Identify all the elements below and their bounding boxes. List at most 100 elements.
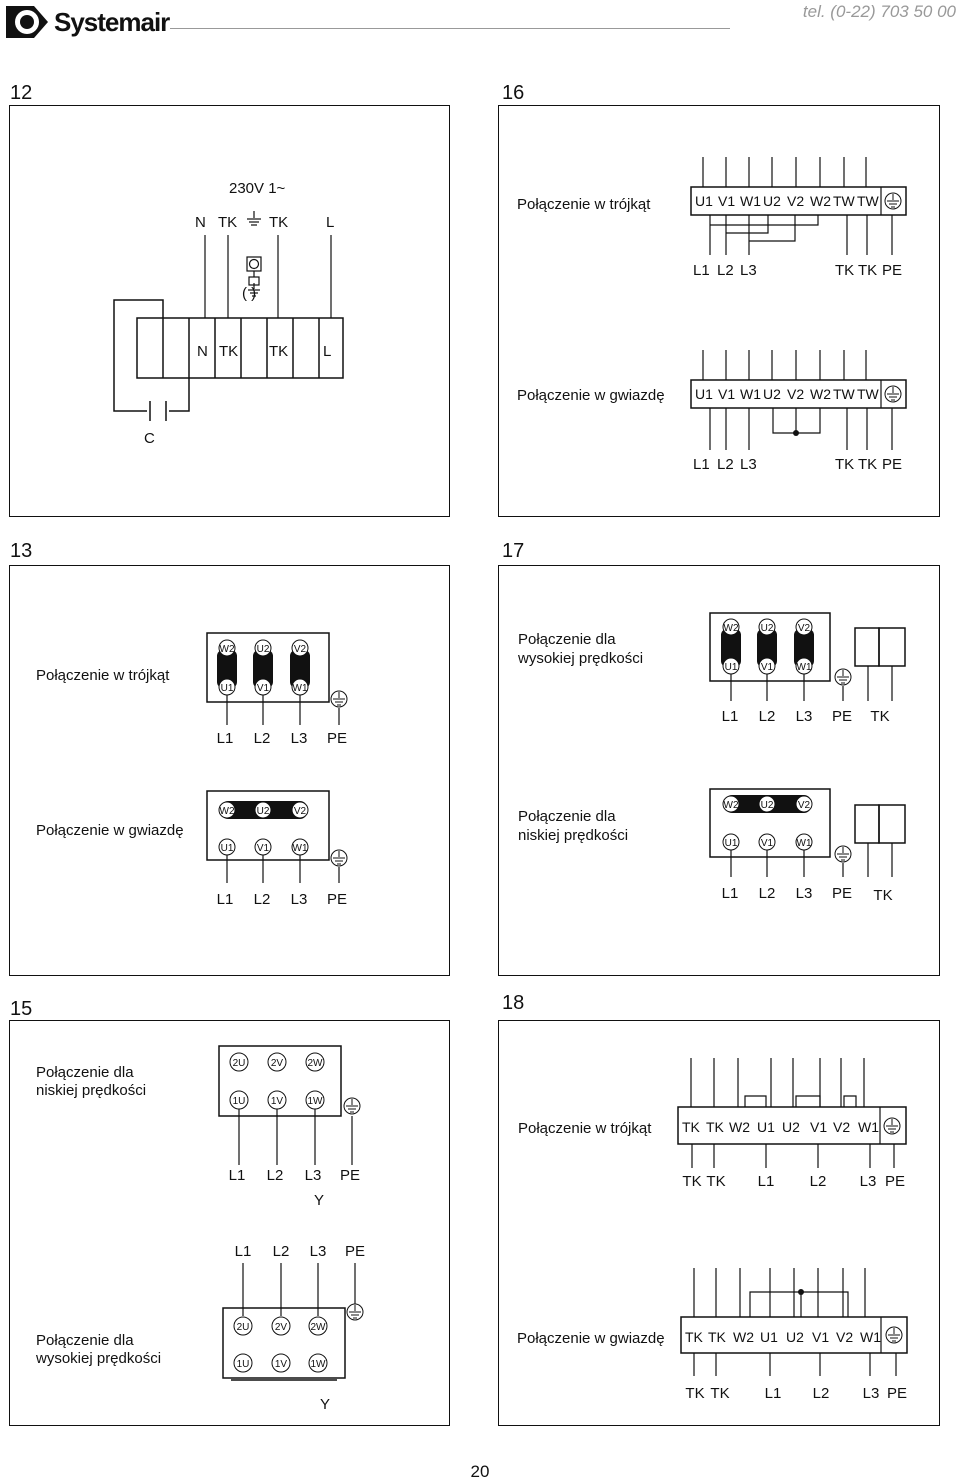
terminal-label: V2 <box>787 386 804 402</box>
line-label: TK <box>835 262 854 279</box>
terminal-label: V1 <box>761 662 774 673</box>
terminal-label: TK <box>685 1329 704 1345</box>
caption-line-2: niskiej prędkości <box>36 1082 146 1099</box>
line-label: L1 <box>217 730 234 747</box>
terminal-label: V2 <box>294 806 307 817</box>
earth-symbol-icon <box>330 690 348 708</box>
mode-label: Y <box>314 1192 324 1209</box>
terminal-label: V2 <box>787 193 804 209</box>
line-label: L1 <box>235 1243 252 1260</box>
terminal-label: 2U <box>233 1058 246 1069</box>
line-label: PE <box>882 456 902 473</box>
line-label: PE <box>832 708 852 725</box>
line-label: L1 <box>722 885 739 902</box>
caption: Połączenie w gwiazdę <box>36 822 184 839</box>
terminal-label: U1 <box>757 1119 775 1135</box>
earth-symbol-icon <box>834 845 852 863</box>
terminal-label: U2 <box>761 800 774 811</box>
line-label: L3 <box>291 730 308 747</box>
delta-connection: Połączenie w trójkąt W2 U2 V2 U1 V1 W1 <box>36 632 348 747</box>
panel-18 <box>498 1020 940 1426</box>
line-label: L3 <box>740 262 757 279</box>
terminal-label: V2 <box>798 800 811 811</box>
panel-13-diagram: Połączenie w trójkąt W2 U2 V2 U1 V1 W1 <box>36 632 348 908</box>
terminal-label: U2 <box>763 193 781 209</box>
line-label: TK <box>858 262 877 279</box>
terminal-label: W1 <box>740 193 761 209</box>
earth-symbol-icon <box>884 192 902 210</box>
caption-line-1: Połączenie dla <box>518 808 616 825</box>
panel-15-number: 15 <box>10 998 33 1020</box>
terminal-label: W2 <box>729 1119 750 1135</box>
low-speed-connection: Połączenie dla niskiej prędkości W2 U2 V… <box>518 788 906 904</box>
panel-12-number: 12 <box>10 82 33 104</box>
line-label: L1 <box>229 1167 246 1184</box>
line-label: TK <box>706 1173 725 1190</box>
caption: Połączenie w gwiazdę <box>517 387 665 404</box>
earth-symbol-icon <box>330 849 348 867</box>
line-label: TK <box>682 1173 701 1190</box>
panel-16-number: 16 <box>502 82 525 104</box>
caption: Połączenie w gwiazdę <box>517 1330 665 1347</box>
terminal-label: TK <box>708 1329 727 1345</box>
terminal-label: U1 <box>221 683 234 694</box>
terminal-label: U1 <box>760 1329 778 1345</box>
terminal-label: W1 <box>860 1329 881 1345</box>
mode-label: Y <box>320 1396 330 1413</box>
terminal-label: W2 <box>810 193 831 209</box>
panel-12 <box>9 105 450 517</box>
terminal-label: 1U <box>233 1096 246 1107</box>
terminal-label: V2 <box>836 1329 853 1345</box>
terminal-label: U1 <box>221 843 234 854</box>
terminal-label: 1V <box>271 1096 284 1107</box>
panel-17-number: 17 <box>502 540 525 562</box>
line-label: L3 <box>863 1385 880 1402</box>
line-label: TK <box>858 456 877 473</box>
terminal-label: V1 <box>257 683 270 694</box>
line-label: PE <box>327 891 347 908</box>
line-label: TK <box>835 456 854 473</box>
terminal-label: TW <box>857 386 880 402</box>
delta-connection: Połączenie w trójkąt TK TK W2 U1 U2 V1 V… <box>518 1058 907 1190</box>
terminal-label: V2 <box>294 644 307 655</box>
line-label: TK <box>870 708 889 725</box>
line-label: L1 <box>217 891 234 908</box>
high-speed-connection: L1 L2 L3 PE Połączenie dla wysokiej pręd… <box>35 1243 365 1413</box>
line-label: L3 <box>796 885 813 902</box>
terminal-label: V1 <box>718 193 735 209</box>
terminal-label: U2 <box>782 1119 800 1135</box>
line-label: L2 <box>717 456 734 473</box>
caption-line-2: niskiej prędkości <box>518 827 628 844</box>
line-label: L1 <box>722 708 739 725</box>
line-label: L2 <box>717 262 734 279</box>
line-label: PE <box>345 1243 365 1260</box>
panel-13 <box>9 565 450 976</box>
caption-line-2: wysokiej prędkości <box>35 1350 161 1367</box>
terminal-label: 2W <box>311 1322 327 1333</box>
terminal-label: TW <box>833 386 856 402</box>
panel-16-diagram: Połączenie w trójkąt U1 V1 W1 U2 V2 W2 T… <box>517 157 907 473</box>
earth-symbol-icon <box>883 1117 901 1135</box>
top-terminal-label: L <box>326 214 334 231</box>
caption: Połączenie w trójkąt <box>518 1120 652 1137</box>
line-label: L2 <box>759 885 776 902</box>
line-label: L3 <box>796 708 813 725</box>
top-terminal-label: N <box>195 214 206 231</box>
panel-17-diagram: Połączenie dla wysokiej prędkości W2 U2 … <box>517 612 906 904</box>
terminal-label: W1 <box>797 838 812 849</box>
line-label: TK <box>710 1385 729 1402</box>
line-label: PE <box>340 1167 360 1184</box>
line-label: L3 <box>305 1167 322 1184</box>
top-terminal-label: TK <box>218 214 237 231</box>
terminal-label: 1U <box>237 1359 250 1370</box>
terminal-label: U2 <box>763 386 781 402</box>
terminal-label: 2W <box>308 1058 324 1069</box>
earth-paren-label: ( ) <box>242 285 256 302</box>
line-label: L2 <box>267 1167 284 1184</box>
line-label: L2 <box>810 1173 827 1190</box>
terminal-label: U2 <box>257 644 270 655</box>
terminal-label: TW <box>857 193 880 209</box>
terminal-label: V1 <box>761 838 774 849</box>
phone-number: tel. (0-22) 703 50 00 <box>802 2 956 21</box>
terminal-label: 2V <box>275 1322 288 1333</box>
